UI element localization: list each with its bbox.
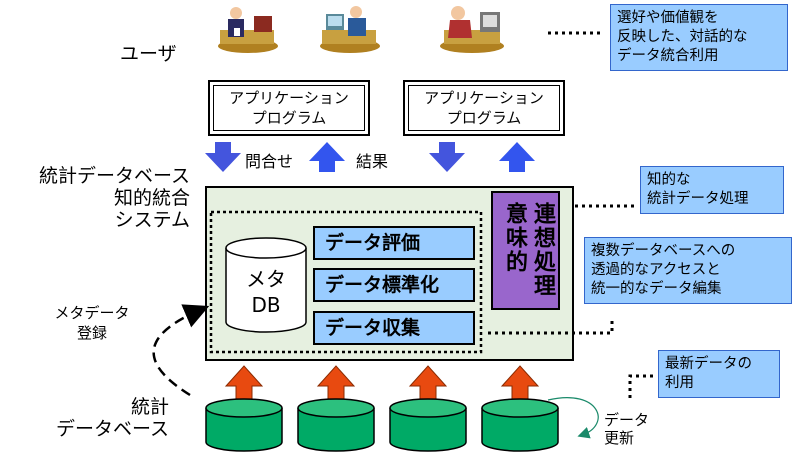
application-program-text: アプリケーション プログラム [408, 85, 560, 131]
query-label: 問合せ [245, 152, 294, 171]
data-evaluation-box: データ評価 [313, 226, 475, 260]
latest-data-note: 最新データの 利用 [658, 350, 780, 398]
interactive-use-note: 選好や価値観を 反映した、対話的な データ統合利用 [610, 4, 788, 71]
meta-db-line: メタ [246, 267, 286, 291]
note-line: 選好や価値観を [617, 10, 719, 26]
note-line: 知的な [647, 172, 691, 188]
transparent-access-note: 複数データベースへの 透過的なアクセスと 統一的なデータ編集 [584, 237, 792, 304]
query-arrow-down [205, 142, 241, 172]
inner-dotted-frame [209, 210, 483, 354]
data-update-arrow [547, 397, 599, 439]
data-update-label: データ 更新 [604, 411, 649, 447]
data-standardization-box: データ標準化 [313, 268, 475, 302]
note-line: 統一的なデータ編集 [591, 280, 722, 297]
office-worker-icon [218, 7, 278, 53]
system-label-line: システム [114, 208, 190, 231]
note-line: 利用 [665, 374, 694, 391]
data-update-line: データ [604, 411, 650, 429]
db-arrow-up [224, 365, 264, 401]
office-worker-icon [320, 6, 380, 53]
note-line: 複数データベースへの [591, 243, 736, 259]
result-arrow-up [499, 142, 535, 172]
system-label-line: 知的統合 [113, 186, 190, 209]
semantic-label-col1: 意味的 [502, 202, 527, 274]
query-arrow-down [429, 142, 465, 172]
note-line: 最新データの [665, 356, 752, 372]
meta-db-cylinder [225, 237, 307, 333]
data-update-line: 更新 [604, 429, 635, 447]
semantic-processing-box [491, 191, 560, 310]
app-line2: プログラム [251, 109, 327, 128]
data-collection-box: データ収集 [313, 311, 475, 345]
note-connector [628, 374, 654, 398]
app-line1: アプリケーション [229, 89, 349, 107]
application-program-text: アプリケーション プログラム [213, 85, 365, 131]
system-label: 統計データベース 知的統合 システム [16, 165, 190, 232]
db-arrow-up [316, 365, 356, 401]
note-connector [488, 319, 614, 335]
metadata-label-line: 登録 [76, 323, 107, 342]
statistical-db-cylinder [205, 398, 283, 452]
statistical-db-cylinder [481, 398, 559, 452]
note-line: 透過的なアクセスと [591, 261, 721, 278]
result-arrow-up [309, 142, 345, 172]
office-worker-phone-icon [440, 6, 504, 53]
metadata-label-line: メタデータ [54, 304, 130, 322]
meta-db-label: メタ DB [226, 266, 306, 318]
semantic-label-col2: 連想処理 [530, 202, 555, 298]
db-arrow-up [408, 365, 448, 401]
database-label: 統計 データベース [44, 396, 169, 441]
app-line1: アプリケーション [424, 89, 544, 107]
note-line: 反映した、対話的な [617, 28, 748, 45]
user-label: ユーザ [120, 43, 177, 65]
intelligent-processing-note: 知的な 統計データ処理 [640, 166, 784, 214]
metadata-registration-label: メタデータ 登録 [52, 304, 132, 343]
application-program-box: アプリケーション プログラム [403, 80, 565, 136]
meta-db-line: DB [251, 293, 281, 317]
app-line2: プログラム [446, 109, 522, 128]
note-line: データ統合利用 [617, 47, 719, 64]
database-label-line: 統計 [130, 396, 169, 418]
system-label-line: 統計データベース [38, 165, 190, 187]
db-arrow-up [500, 365, 540, 401]
note-line: 統計データ処理 [647, 190, 749, 207]
metadata-registration-arrow [152, 304, 210, 397]
statistical-db-cylinder [389, 398, 467, 452]
result-label: 結果 [356, 152, 389, 171]
application-program-box: アプリケーション プログラム [208, 80, 370, 136]
database-label-line: データベース [55, 417, 169, 440]
statistical-db-cylinder [297, 398, 375, 452]
